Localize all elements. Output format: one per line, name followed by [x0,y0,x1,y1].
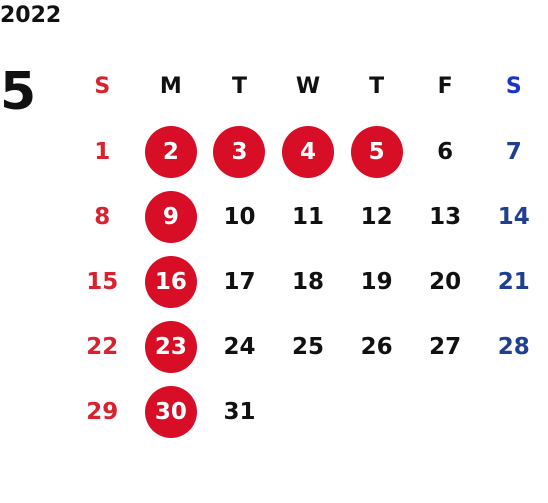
day-number: 27 [429,333,462,360]
day-number: 15 [86,268,119,295]
day-cell[interactable]: 26 [342,314,411,379]
day-number: 1 [94,138,111,165]
day-cell[interactable]: 17 [205,249,274,314]
day-number: 30 [154,398,187,425]
calendar-week-row: 29 30 31 [68,379,548,444]
day-number: 2 [162,138,179,165]
weekday-tuesday: T [231,74,247,99]
day-cell[interactable]: 18 [274,249,343,314]
day-number: 31 [223,398,256,425]
day-number: 22 [86,333,119,360]
day-number: 3 [231,138,248,165]
empty-day-cell [479,379,548,444]
day-number: 20 [429,268,462,295]
day-number: 18 [292,268,325,295]
holiday-day-cell[interactable]: 30 [137,379,206,444]
holiday-day-cell[interactable]: 23 [137,314,206,379]
day-number: 29 [86,398,119,425]
day-number: 28 [497,333,530,360]
holiday-day-cell[interactable]: 16 [137,249,206,314]
weekday-wednesday: W [295,74,321,99]
day-cell[interactable]: 7 [479,119,548,184]
day-number: 26 [360,333,393,360]
day-number: 7 [505,138,522,165]
day-number: 25 [292,333,325,360]
day-cell[interactable]: 8 [68,184,137,249]
day-number: 24 [223,333,256,360]
day-number: 19 [360,268,393,295]
calendar-week-row: 15 16 17 18 19 20 21 [68,249,548,314]
day-cell[interactable]: 24 [205,314,274,379]
weekday-header-row: S M T W T F S [68,54,548,119]
calendar-week-row: 22 23 24 25 26 27 28 [68,314,548,379]
day-number: 23 [154,333,187,360]
day-number: 16 [154,268,187,295]
weekday-saturday: S [505,74,522,99]
day-number: 5 [368,138,385,165]
day-number: 8 [94,203,111,230]
day-number: 13 [429,203,462,230]
day-cell[interactable]: 27 [411,314,480,379]
calendar-week-row: 1 2 3 4 5 6 7 [68,119,548,184]
day-number: 17 [223,268,256,295]
empty-day-cell [342,379,411,444]
day-cell[interactable]: 25 [274,314,343,379]
day-number: 12 [360,203,393,230]
holiday-day-cell[interactable]: 2 [137,119,206,184]
day-cell[interactable]: 21 [479,249,548,314]
day-number: 21 [497,268,530,295]
weekday-sunday: S [94,74,111,99]
day-cell[interactable]: 10 [205,184,274,249]
weekday-thursday: T [369,74,385,99]
day-number: 6 [437,138,454,165]
day-cell[interactable]: 31 [205,379,274,444]
weekday-monday: M [159,74,182,99]
empty-day-cell [274,379,343,444]
day-number: 10 [223,203,256,230]
day-number: 4 [300,138,317,165]
day-number: 9 [162,203,179,230]
day-cell[interactable]: 19 [342,249,411,314]
calendar-week-row: 8 9 10 11 12 13 14 [68,184,548,249]
weekday-friday: F [437,74,453,99]
day-cell[interactable]: 1 [68,119,137,184]
holiday-day-cell[interactable]: 4 [274,119,343,184]
day-cell[interactable]: 20 [411,249,480,314]
holiday-day-cell[interactable]: 9 [137,184,206,249]
day-cell[interactable]: 6 [411,119,480,184]
day-number: 14 [497,203,530,230]
day-cell[interactable]: 14 [479,184,548,249]
day-cell[interactable]: 29 [68,379,137,444]
holiday-day-cell[interactable]: 3 [205,119,274,184]
day-number: 11 [292,203,325,230]
day-cell[interactable]: 15 [68,249,137,314]
holiday-day-cell[interactable]: 5 [342,119,411,184]
day-cell[interactable]: 13 [411,184,480,249]
empty-day-cell [411,379,480,444]
year-label: 2022 [0,3,62,28]
day-cell[interactable]: 11 [274,184,343,249]
day-cell[interactable]: 12 [342,184,411,249]
day-cell[interactable]: 22 [68,314,137,379]
day-cell[interactable]: 28 [479,314,548,379]
month-label: 5 [0,62,37,122]
